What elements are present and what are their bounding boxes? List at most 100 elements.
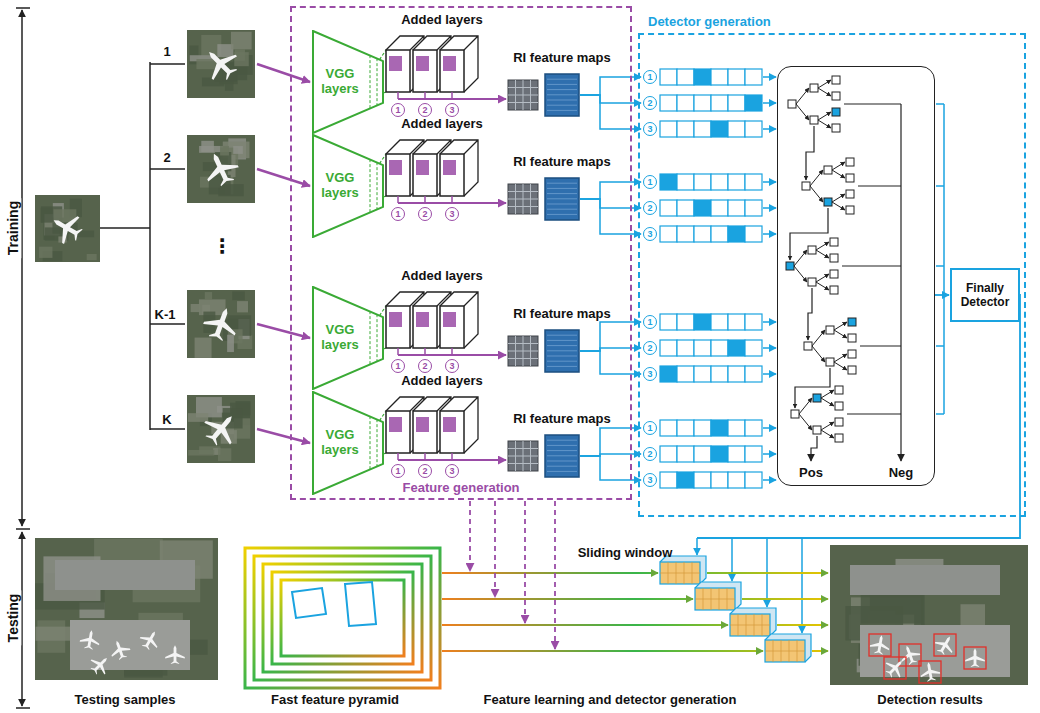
cube-front xyxy=(440,306,464,348)
vector-cell xyxy=(694,340,711,356)
cyan-collector xyxy=(936,265,944,267)
cyan-arrow xyxy=(763,479,776,481)
purple-tap xyxy=(397,453,399,460)
grid-body xyxy=(508,184,538,214)
sample-index: K-1 xyxy=(155,308,176,322)
vector-cell xyxy=(660,420,677,436)
purple-line xyxy=(398,98,506,100)
tree-node xyxy=(813,426,821,434)
grid-line xyxy=(530,184,531,214)
tree-branch xyxy=(832,162,845,170)
ri-grid xyxy=(508,184,538,214)
vector-cell xyxy=(711,366,728,382)
callout-number: 1 xyxy=(391,464,405,478)
box-front xyxy=(660,562,700,584)
vector-cell xyxy=(660,366,677,382)
vector-cell xyxy=(677,314,694,330)
airplane xyxy=(46,207,87,249)
map-stripe xyxy=(547,89,577,90)
pyramid-line xyxy=(442,650,763,652)
layer-caption: Added layers xyxy=(401,269,483,283)
map-caption: RI feature maps xyxy=(513,412,611,426)
airplane xyxy=(87,651,114,678)
cube-fill xyxy=(443,417,456,432)
trapezoid-shape xyxy=(313,287,383,389)
cube-fill xyxy=(416,417,429,432)
cube-front xyxy=(413,411,437,453)
grid-line xyxy=(530,441,531,471)
terrain-patch xyxy=(220,146,229,156)
vgg-trapezoid: VGG layers xyxy=(312,30,384,134)
pyramid-line xyxy=(442,624,728,626)
callout-number: 2 xyxy=(643,96,657,110)
feature-vector xyxy=(660,95,762,111)
map-stripe xyxy=(547,110,577,111)
vector-cell xyxy=(745,174,762,190)
feature-vector xyxy=(660,366,762,382)
layer-caption: Added layers xyxy=(401,13,483,27)
grid-line xyxy=(530,336,531,366)
airplane xyxy=(200,302,243,344)
pyramid-level xyxy=(245,548,440,688)
branch-line xyxy=(150,428,185,430)
vector-cell xyxy=(694,366,711,382)
neg-branch xyxy=(844,103,901,104)
map-stripe xyxy=(547,471,577,472)
purple-tap xyxy=(397,196,399,203)
slab-line xyxy=(377,314,378,362)
terrain-patch xyxy=(39,247,52,258)
node-title: VGG layers xyxy=(315,171,365,201)
purple-tap xyxy=(451,453,453,460)
callout-number: 1 xyxy=(643,70,657,84)
callout-number: 2 xyxy=(643,341,657,355)
axis-line xyxy=(21,10,23,228)
vector-cell xyxy=(745,226,762,242)
feature-vector xyxy=(660,200,762,216)
box-top xyxy=(765,634,811,662)
cube-depth xyxy=(440,292,478,348)
callout-number: 2 xyxy=(418,359,432,373)
map-caption: RI feature maps xyxy=(513,155,611,169)
vector-cell xyxy=(711,340,728,356)
tree-branch xyxy=(818,80,831,88)
cyan-arrow xyxy=(763,181,776,183)
feature-vector xyxy=(660,121,762,137)
tree-node xyxy=(808,246,816,254)
tree-node xyxy=(848,318,856,326)
tree-branch xyxy=(816,242,829,250)
terrain-patch xyxy=(235,49,245,61)
map-body xyxy=(545,435,579,477)
vector-cell xyxy=(677,226,694,242)
feature-dashed-arrow xyxy=(494,501,496,597)
detection-box xyxy=(964,647,986,669)
map-body xyxy=(545,74,579,116)
stage-caption: Fast feature pyramid xyxy=(271,693,399,707)
rotated-sample-image xyxy=(187,290,255,358)
vector-cell xyxy=(677,366,694,382)
vector-cell xyxy=(745,200,762,216)
cyan-arrow xyxy=(763,207,776,209)
vector-cell xyxy=(677,200,694,216)
cube-front xyxy=(413,154,437,196)
map-stripe xyxy=(547,209,577,210)
vector-cell xyxy=(694,174,711,190)
cyan-arrow xyxy=(763,321,776,323)
vector-cell xyxy=(660,446,677,462)
vector-cell xyxy=(711,121,728,137)
source-image xyxy=(35,195,100,262)
trapezoid-shape xyxy=(313,135,383,237)
vector-cell xyxy=(694,200,711,216)
map-caption: RI feature maps xyxy=(513,307,611,321)
branch-line xyxy=(150,168,185,170)
cascade-box: PosNeg xyxy=(777,66,935,486)
tree-node xyxy=(826,326,834,334)
callout-number: 2 xyxy=(418,103,432,117)
vector-cell xyxy=(660,340,677,356)
testing-image xyxy=(35,538,218,680)
tree-branch xyxy=(832,170,845,178)
vector-cell xyxy=(745,95,762,111)
box-grid xyxy=(695,599,735,600)
vector-cell xyxy=(745,121,762,137)
cyan-arrow xyxy=(763,102,776,104)
map-stripe xyxy=(547,345,577,346)
